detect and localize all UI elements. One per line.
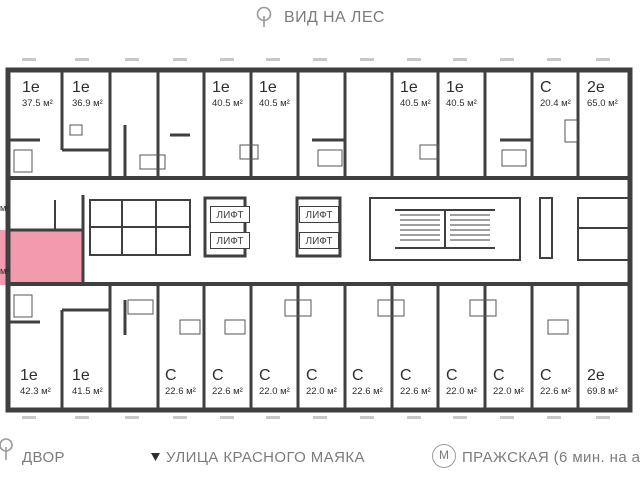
apartment-top-3[interactable]: 1е 40.5 м² bbox=[212, 80, 243, 110]
apartment-type: С bbox=[165, 367, 177, 384]
cut-area-label: м² bbox=[0, 266, 10, 276]
bathroom-fixtures bbox=[13, 119, 578, 335]
apartment-bottom-4[interactable]: С 22.6 м² bbox=[212, 368, 243, 398]
apartment-area: 42.3 м² bbox=[20, 386, 51, 397]
apartment-area: 22.6 м² bbox=[165, 386, 196, 397]
apartment-area: 22.6 м² bbox=[212, 386, 243, 397]
apartment-bottom-3[interactable]: С 22.6 м² bbox=[165, 368, 196, 398]
apartment-area: 22.0 м² bbox=[259, 386, 290, 397]
apartment-top-2[interactable]: 1е 36.9 м² bbox=[72, 80, 103, 110]
yard-tree-icon bbox=[0, 438, 13, 460]
arrow-down-icon bbox=[151, 453, 160, 461]
apartment-bottom-7[interactable]: С 22.6 м² bbox=[352, 368, 383, 398]
bottom-row-partitions bbox=[8, 284, 580, 410]
apartment-type: С bbox=[493, 367, 505, 384]
core-left bbox=[89, 199, 191, 256]
apartment-type: С bbox=[540, 367, 552, 384]
apartment-bottom-8[interactable]: С 22.6 м² bbox=[400, 368, 431, 398]
apartment-bottom-2[interactable]: 1е 41.5 м² bbox=[72, 368, 103, 398]
apartment-type: 2е bbox=[587, 79, 605, 96]
apartment-bottom-9[interactable]: С 22.0 м² bbox=[446, 368, 477, 398]
apartment-top-4[interactable]: 1е 40.5 м² bbox=[259, 80, 290, 110]
apartment-bottom-1[interactable]: 1е 42.3 м² bbox=[20, 368, 51, 398]
apartment-type: С bbox=[540, 79, 552, 96]
apartment-type: 1е bbox=[22, 79, 40, 96]
apartment-top-8[interactable]: 2е 65.0 м² bbox=[587, 80, 618, 110]
apartment-bottom-11[interactable]: С 22.6 м² bbox=[540, 368, 571, 398]
apartment-area: 40.5 м² bbox=[446, 98, 477, 109]
yard-label: ДВОР bbox=[22, 449, 65, 466]
street-label: УЛИЦА КРАСНОГО МАЯКА bbox=[166, 449, 365, 466]
apartment-type: С bbox=[352, 367, 364, 384]
apartment-area: 22.6 м² bbox=[400, 386, 431, 397]
apartment-area: 40.5 м² bbox=[400, 98, 431, 109]
elevator-shafts bbox=[203, 196, 342, 258]
apartment-type: 1е bbox=[446, 79, 464, 96]
apartment-top-1[interactable]: 1е 37.5 м² bbox=[22, 80, 53, 110]
apartment-type: С bbox=[446, 367, 458, 384]
apartment-top-6[interactable]: 1е 40.5 м² bbox=[446, 80, 477, 110]
metro-label: ПРАЖСКАЯ (6 мин. на авт bbox=[462, 449, 640, 466]
elevator-label: ЛИФТ bbox=[299, 206, 339, 223]
top-row-partitions bbox=[8, 70, 580, 178]
highlighted-apartment[interactable] bbox=[0, 230, 83, 285]
elevator-label: ЛИФТ bbox=[210, 206, 250, 223]
apartment-area: 22.6 м² bbox=[352, 386, 383, 397]
elevator-label: ЛИФТ bbox=[299, 232, 339, 249]
apartment-area: 36.9 м² bbox=[72, 98, 103, 109]
apartment-type: С bbox=[400, 367, 412, 384]
apartment-type: С bbox=[212, 367, 224, 384]
apartment-type: С bbox=[259, 367, 271, 384]
elevator-label: ЛИФТ bbox=[210, 232, 250, 249]
left-unit-walls bbox=[8, 195, 85, 284]
balcony-rails-bottom bbox=[22, 416, 610, 419]
apartment-area: 22.6 м² bbox=[540, 386, 571, 397]
apartment-area: 40.5 м² bbox=[259, 98, 290, 109]
apartment-area: 69.8 м² bbox=[587, 386, 618, 397]
apartment-area: 22.0 м² bbox=[446, 386, 477, 397]
apartment-top-5[interactable]: 1е 40.5 м² bbox=[400, 80, 431, 110]
apartment-area: 37.5 м² bbox=[22, 98, 53, 109]
balcony-rails-top bbox=[22, 58, 610, 61]
apartment-type: 2е bbox=[587, 367, 605, 384]
apartment-type: 1е bbox=[72, 367, 90, 384]
apartment-type: С bbox=[306, 367, 318, 384]
apartment-area: 22.0 м² bbox=[493, 386, 524, 397]
forest-view-label: ВИД НА ЛЕС bbox=[284, 9, 385, 26]
metro-letter: М bbox=[439, 448, 449, 462]
apartment-area: 65.0 м² bbox=[587, 98, 618, 109]
apartment-area: 40.5 м² bbox=[212, 98, 243, 109]
apartment-bottom-6[interactable]: С 22.0 м² bbox=[306, 368, 337, 398]
tree-icon bbox=[256, 6, 272, 27]
apartment-type: 1е bbox=[72, 79, 90, 96]
cut-area-label: м² bbox=[0, 203, 10, 213]
apartment-type: 1е bbox=[259, 79, 277, 96]
apartment-area: 20.4 м² bbox=[540, 98, 571, 109]
apartment-bottom-10[interactable]: С 22.0 м² bbox=[493, 368, 524, 398]
apartment-area: 41.5 м² bbox=[72, 386, 103, 397]
metro-icon: М bbox=[432, 444, 456, 468]
central-stair bbox=[369, 197, 521, 261]
apartment-area: 22.0 м² bbox=[306, 386, 337, 397]
apartment-bottom-12[interactable]: 2е 69.8 м² bbox=[587, 368, 618, 398]
apartment-type: 1е bbox=[20, 367, 38, 384]
apartment-type: 1е bbox=[400, 79, 418, 96]
apartment-top-7[interactable]: С 20.4 м² bbox=[540, 80, 571, 110]
apartment-bottom-5[interactable]: С 22.0 м² bbox=[259, 368, 290, 398]
core-right bbox=[539, 197, 631, 261]
apartment-type: 1е bbox=[212, 79, 230, 96]
